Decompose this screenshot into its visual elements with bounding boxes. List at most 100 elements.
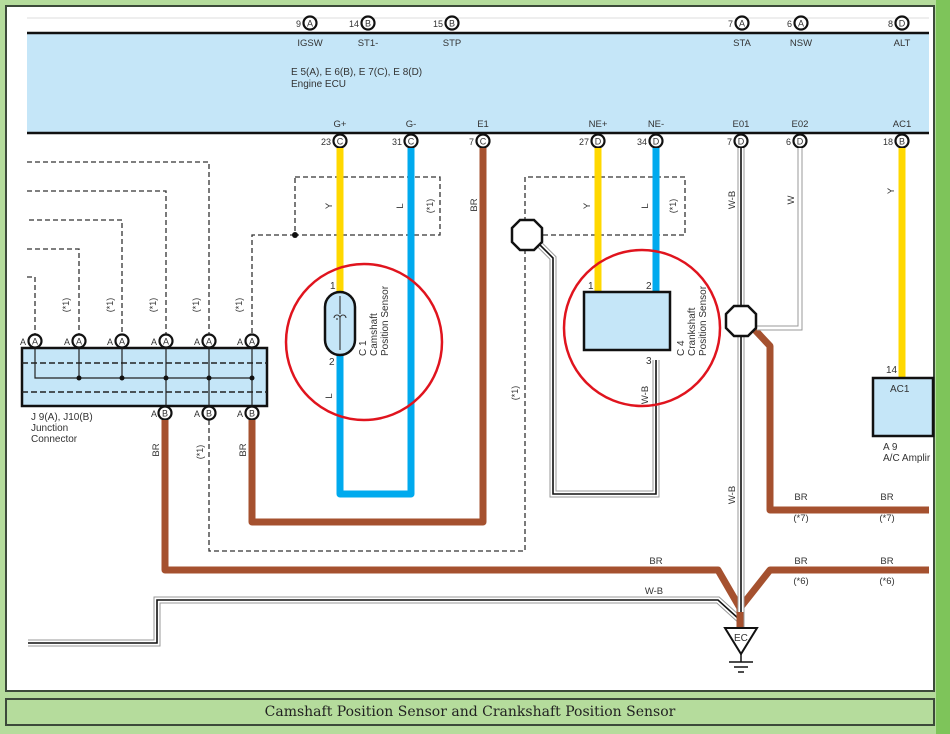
- ecu-top-pin-label: NSW: [790, 38, 812, 49]
- wire-label-br: BR: [151, 443, 162, 456]
- ecu-bottom-pin-label: AC1: [893, 119, 911, 130]
- connector-circle-icon: [894, 15, 910, 31]
- diagram-caption: Camshaft Position Sensor and Crankshaft …: [5, 698, 935, 726]
- connector-circle-icon: [403, 133, 419, 149]
- ecu-bottom-pin-label: E1: [477, 119, 489, 130]
- connector-letter: A: [798, 19, 804, 29]
- ecu-bottom-pin-label: NE+: [589, 119, 608, 130]
- camshaft-label-group: C 1 Camshaft Position Sensor: [358, 285, 391, 356]
- connector-letter: A: [76, 337, 82, 347]
- connector-circle-icon: [201, 333, 217, 349]
- junction-side-letter: A: [237, 337, 243, 347]
- ecu-top-pin-number: 9: [296, 19, 301, 29]
- connector-letter: C: [337, 137, 344, 147]
- connector-circle-icon: [157, 405, 173, 421]
- junction-side-letter: A: [237, 409, 243, 419]
- connector-circle-icon: [332, 133, 348, 149]
- connector-circle-icon: [590, 133, 606, 149]
- wire-label-wb: W-B: [645, 586, 663, 597]
- ecu-bottom-pin-label: G-: [406, 119, 417, 130]
- junction-splice-dot: [119, 375, 125, 381]
- wb-wires: [28, 148, 803, 647]
- ecu-top-pin-number: 6: [787, 19, 792, 29]
- ecu-bottom-pin-number: 31: [392, 137, 402, 147]
- camshaft-highlight-circle[interactable]: [284, 262, 444, 422]
- connector-letter: D: [595, 137, 602, 147]
- connector-letter: A: [249, 337, 255, 347]
- brown-wires: [161, 148, 929, 632]
- ecu-bottom-pin-e01: D: [733, 133, 749, 149]
- connector-circle-icon: [71, 333, 87, 349]
- ground-label: EC: [734, 633, 748, 644]
- wire-label-br: BR: [649, 556, 662, 567]
- ecu-top-pin-igsw: A: [302, 15, 318, 31]
- connector-letter: A: [307, 19, 313, 29]
- note1-labels: (*1)(*1)(*1)(*1)(*1)(*1)(*1)(*1)(*1): [61, 199, 678, 460]
- ecu-bottom-pin-ac1: B: [894, 133, 910, 149]
- junction-name-1: Junction: [31, 423, 68, 434]
- ac-amp-terminal: AC1: [890, 384, 910, 395]
- ecu-top-pin-label: STP: [443, 38, 461, 49]
- ecu-top-pin-label: ALT: [894, 38, 911, 49]
- connector-letter: D: [797, 137, 804, 147]
- wire-note-1: (*1): [148, 298, 158, 313]
- connector-circle-icon: [244, 405, 260, 421]
- junction-internal-bus: [34, 348, 255, 406]
- ecu-name-codes: E 5(A), E 6(B), E 7(C), E 8(D): [291, 67, 422, 78]
- wire-label-l: L: [640, 203, 651, 208]
- connector-circle-icon: [894, 133, 910, 149]
- crankshaft-label-group: C 4 Crankshaft Position Sensor: [676, 285, 709, 356]
- connector-letter: B: [249, 409, 255, 419]
- connector-circle-icon: [27, 333, 43, 349]
- crankshaft-pin3: 3: [646, 356, 652, 367]
- junction-side-letter: A: [107, 337, 113, 347]
- frame-right-strip: [936, 0, 950, 734]
- connector-letter: D: [738, 137, 745, 147]
- connector-circle-icon: [648, 133, 664, 149]
- camshaft-sensor-coil-icon: [333, 296, 347, 350]
- ecu-bottom-pin-gminus: C: [403, 133, 419, 149]
- connector-letter: D: [653, 137, 660, 147]
- wire-note-1: (*1): [425, 199, 435, 214]
- connector-circle-icon: [158, 333, 174, 349]
- ground-ec-triangle: [723, 627, 759, 656]
- junction-splice-dot: [206, 375, 212, 381]
- ecu-bottom-pin-neplus: D: [590, 133, 606, 149]
- crankshaft-highlight-circle[interactable]: [562, 248, 722, 408]
- ecu-bottom-pin-number: 23: [321, 137, 331, 147]
- junction-top-pin: A: [71, 333, 87, 349]
- crankshaft-sensor-body: [582, 290, 672, 352]
- ecu-bottom-pin-number: 18: [883, 137, 893, 147]
- connector-circle-icon: [792, 133, 808, 149]
- junction-top-pin: A: [158, 333, 174, 349]
- crankshaft-name-2: Position Sensor: [698, 285, 709, 356]
- ecu-top-pin-number: 15: [433, 19, 443, 29]
- connector-letter: B: [206, 409, 212, 419]
- junction-side-letter: A: [151, 409, 157, 419]
- wire-label-wb: W-B: [727, 191, 738, 209]
- ac-amplifier-block: [871, 376, 935, 438]
- junction-splice-dot: [76, 375, 82, 381]
- wire-note-1: (*1): [191, 298, 201, 313]
- connector-letter: B: [162, 409, 168, 419]
- junction-name-2: Connector: [31, 434, 78, 445]
- connector-circle-icon: [360, 15, 376, 31]
- crankshaft-name-1: Crankshaft: [687, 307, 698, 356]
- connector-circle-icon: [114, 333, 130, 349]
- ecu-top-pin-label: ST1-: [358, 38, 379, 49]
- ecu-bottom-pin-neminus: D: [648, 133, 664, 149]
- ecu-top-pin-number: 7: [728, 19, 733, 29]
- junction-side-letter: A: [20, 337, 26, 347]
- ecu-top-pin-alt: D: [894, 15, 910, 31]
- ecu-bottom-pin-number: 34: [637, 137, 647, 147]
- ecu-bottom-pin-e02: D: [792, 133, 808, 149]
- splice-octagon-ground: [724, 304, 758, 338]
- engine-ecu-block: [27, 33, 929, 133]
- ecu-bottom-pin-gplus: C: [332, 133, 348, 149]
- camshaft-pin2: 2: [329, 357, 335, 368]
- connector-letter: A: [32, 337, 38, 347]
